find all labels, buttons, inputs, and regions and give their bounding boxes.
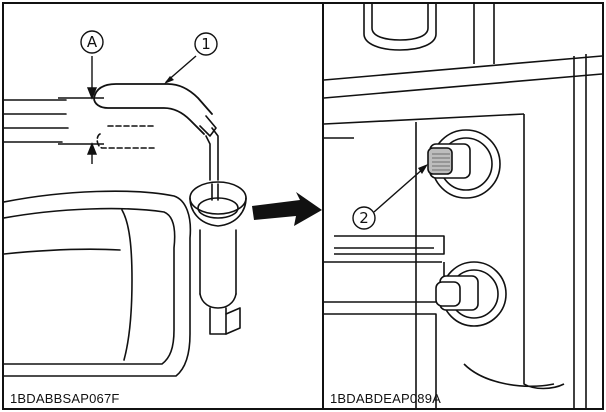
callout-1-label: 1 — [201, 35, 211, 53]
left-illustration-panel: A 1 1BDABBSAP067F — [2, 2, 324, 410]
seat-outline — [4, 190, 192, 377]
arrow-right-icon — [252, 192, 322, 226]
callout-1-circle — [194, 32, 218, 56]
drain-plug-lower — [435, 261, 507, 327]
callout-a-circle — [80, 30, 104, 54]
hose-1 — [93, 83, 213, 115]
right-illustration-panel: 2 1BDABDEAP089A — [322, 2, 604, 410]
callout-2-label: 2 — [359, 209, 369, 227]
hose-routing-illustration: A 1 — [4, 30, 322, 377]
right-figure-code: 1BDABDEAP089A — [330, 391, 441, 406]
drain-plug-illustration: 2 — [324, 4, 602, 408]
left-figure-code: 1BDABBSAP067F — [10, 391, 120, 406]
drain-plug-upper — [427, 129, 501, 199]
callout-2-circle — [352, 206, 376, 230]
callout-a-label: A — [87, 33, 98, 51]
